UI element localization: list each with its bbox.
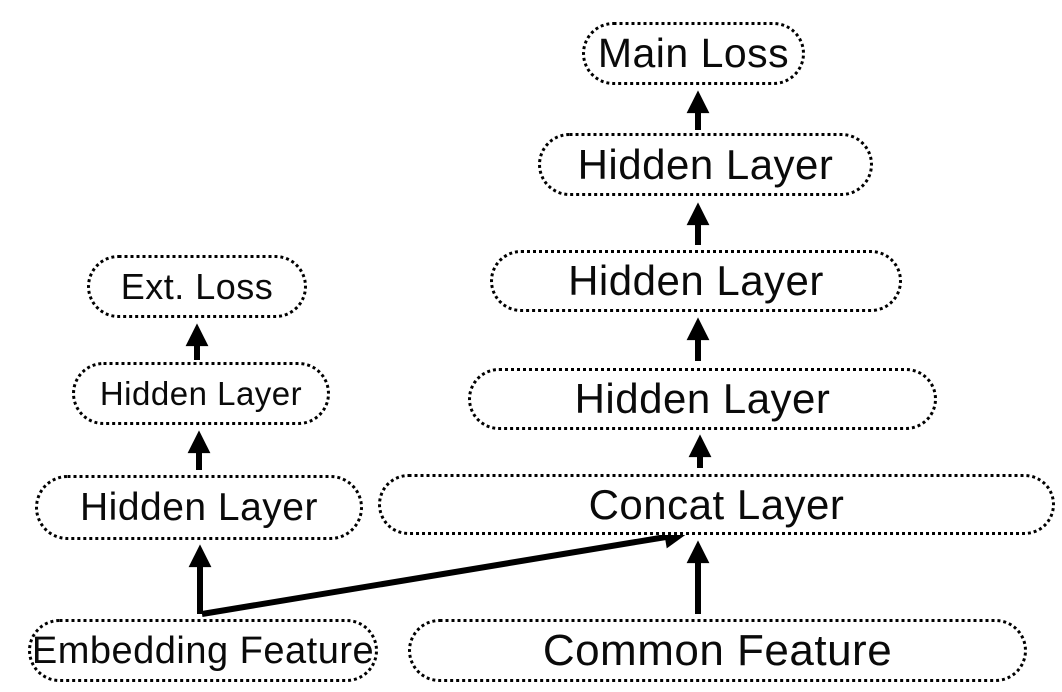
- node-common-feature: Common Feature: [408, 619, 1027, 682]
- node-hidden-layer-right-2: Hidden Layer: [490, 250, 902, 312]
- node-embedding-feature: Embedding Feature: [28, 619, 378, 682]
- node-main-loss: Main Loss: [582, 22, 805, 85]
- node-hidden-layer-right-1: Hidden Layer: [468, 368, 937, 430]
- node-hidden-layer-left-1: Hidden Layer: [35, 475, 363, 540]
- node-ext-loss: Ext. Loss: [87, 255, 307, 318]
- node-hidden-layer-right-3: Hidden Layer: [538, 133, 873, 196]
- node-concat-layer: Concat Layer: [378, 474, 1055, 535]
- arrow-embedding-to-concat-diagonal: [201, 525, 688, 617]
- node-hidden-layer-left-2: Hidden Layer: [72, 362, 330, 425]
